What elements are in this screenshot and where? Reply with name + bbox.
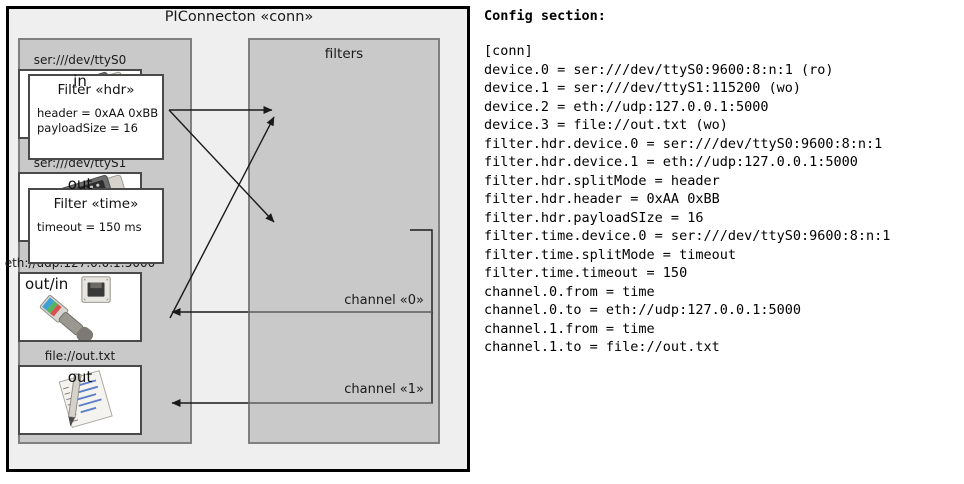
config-section-pane: Config section: [conn] device.0 = ser://… [484, 0, 964, 484]
architecture-diagram: PIConnecton «conn» filters ser:///dev/tt… [0, 0, 478, 484]
text-file-icon [58, 370, 113, 428]
channel-label-1: channel «1» [344, 382, 424, 397]
filter-property: header = 0xAA 0xBB [37, 106, 159, 120]
config-heading: Config section: [484, 8, 606, 24]
device-caption: ser:///dev/ttyS0 [33, 53, 127, 67]
device-direction-label: in [73, 72, 87, 90]
device-item-eth[interactable]: eth://udp:127.0.0.1:5000 out/in [5, 255, 155, 342]
device-direction-label: out [67, 175, 93, 193]
channel-label-0: channel «0» [344, 293, 424, 308]
device-caption: file://out.txt [44, 349, 116, 363]
device-direction-label: out/in [25, 275, 69, 293]
diagram-title: PIConnecton «conn» [164, 9, 314, 25]
filter-title: Filter «time» [53, 196, 139, 212]
device-direction-label: out [67, 368, 93, 386]
device-box: out/in [18, 272, 142, 342]
config-body: [conn] device.0 = ser:///dev/ttyS0:9600:… [484, 43, 891, 355]
filter-box-time[interactable]: Filter «time» timeout = 150 ms [28, 188, 164, 264]
filter-property: payloadSize = 16 [37, 121, 138, 135]
filter-box-hdr[interactable]: Filter «hdr» header = 0xAA 0xBB payloadS… [28, 74, 164, 160]
filter-property: timeout = 150 ms [37, 220, 142, 234]
device-item-file[interactable]: file://out.txt out [18, 348, 142, 435]
filter-title: Filter «hdr» [57, 82, 135, 98]
device-box: out [18, 365, 142, 435]
filters-group-title: filters [324, 46, 364, 62]
network-jack-icon [39, 276, 111, 340]
